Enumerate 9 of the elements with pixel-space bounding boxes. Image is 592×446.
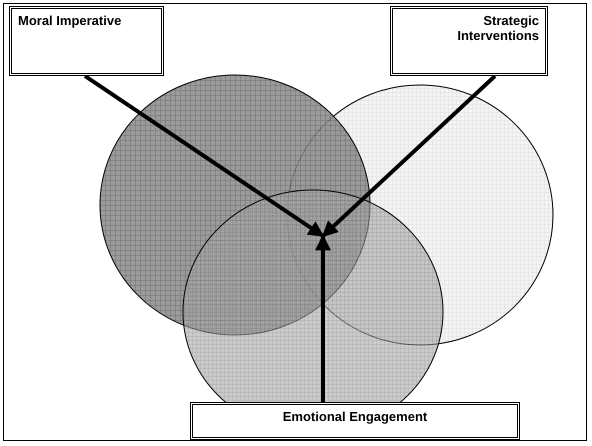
box-label: Strategic Interventions — [456, 13, 539, 43]
box-label: Moral Imperative — [18, 13, 122, 28]
arrow — [322, 74, 496, 238]
text-box — [190, 402, 520, 440]
arrow — [84, 74, 324, 238]
box-label: Emotional Engagement — [282, 409, 428, 424]
text-box — [9, 6, 164, 76]
text-box — [390, 6, 548, 76]
arrow — [315, 234, 331, 402]
